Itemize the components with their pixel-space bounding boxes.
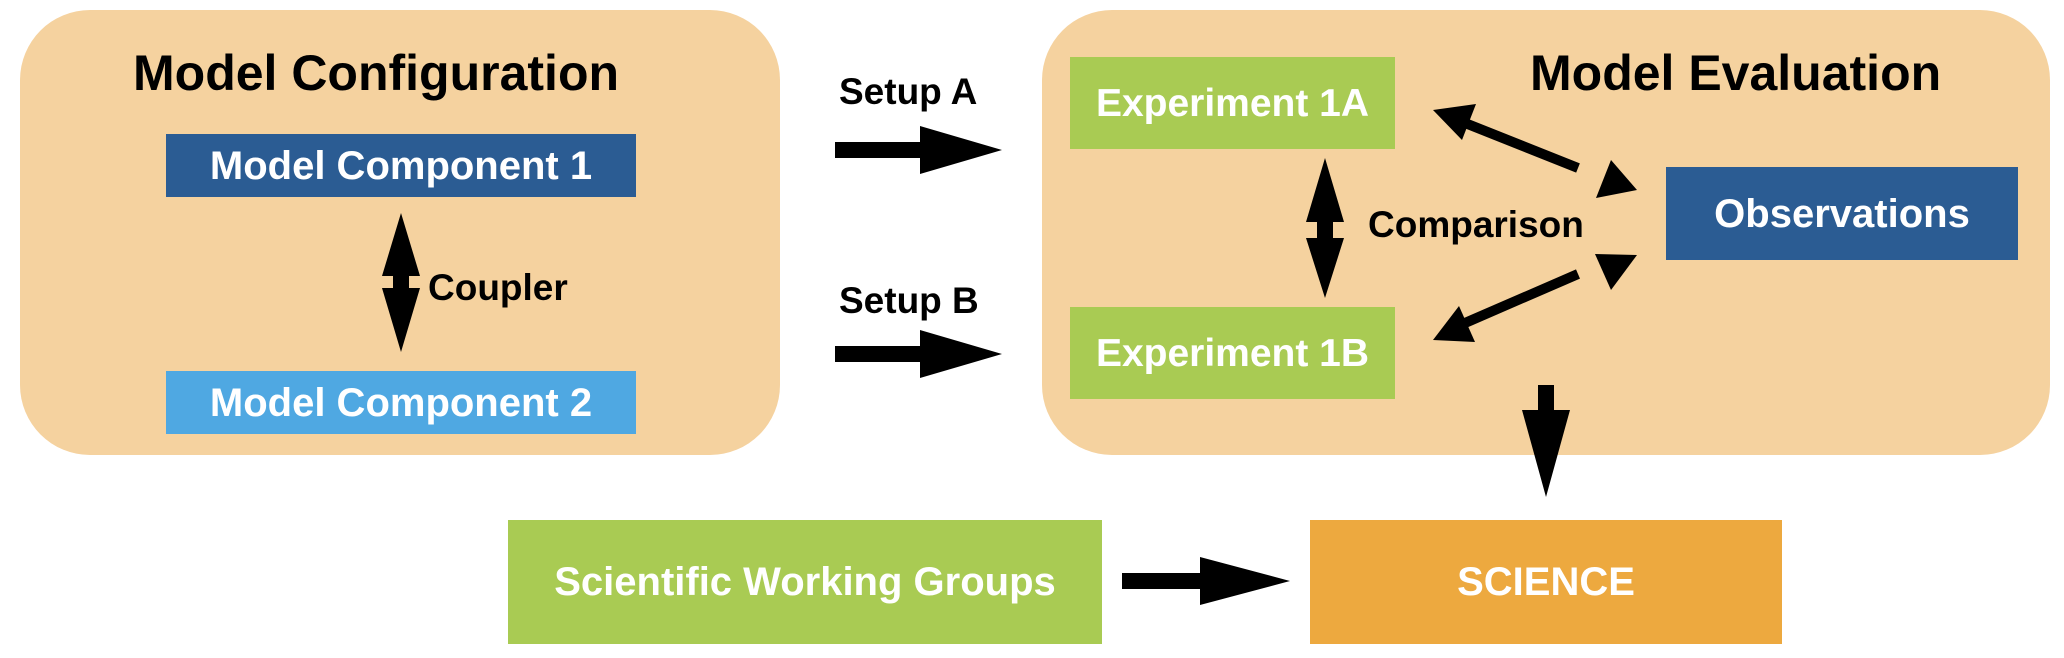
experiment-1a-box: Experiment 1A [1070,57,1395,149]
setup-a-label: Setup A [839,71,978,112]
evaluation-to-science-arrow [1522,385,1570,497]
model-configuration-title: Model Configuration [133,45,620,101]
experiment-b-observations-arrow [1433,254,1637,342]
model-component-2-box: Model Component 2 [166,371,636,434]
setup-b-arrow [835,330,1002,378]
comparison-arrow [1306,158,1344,298]
model-component-1-box: Model Component 1 [166,134,636,197]
observations-box: Observations [1666,167,2018,260]
scientific-working-groups-box: Scientific Working Groups [508,520,1102,644]
coupler-arrow [382,213,420,352]
setup-b-label: Setup B [839,280,979,321]
working-groups-to-science-arrow [1122,557,1290,605]
science-box: SCIENCE [1310,520,1782,644]
experiment-1b-box: Experiment 1B [1070,307,1395,399]
model-evaluation-title: Model Evaluation [1530,45,1942,101]
comparison-label: Comparison [1368,204,1584,245]
setup-a-arrow [835,126,1002,174]
experiment-a-observations-arrow [1433,104,1637,198]
coupler-label: Coupler [428,267,568,308]
